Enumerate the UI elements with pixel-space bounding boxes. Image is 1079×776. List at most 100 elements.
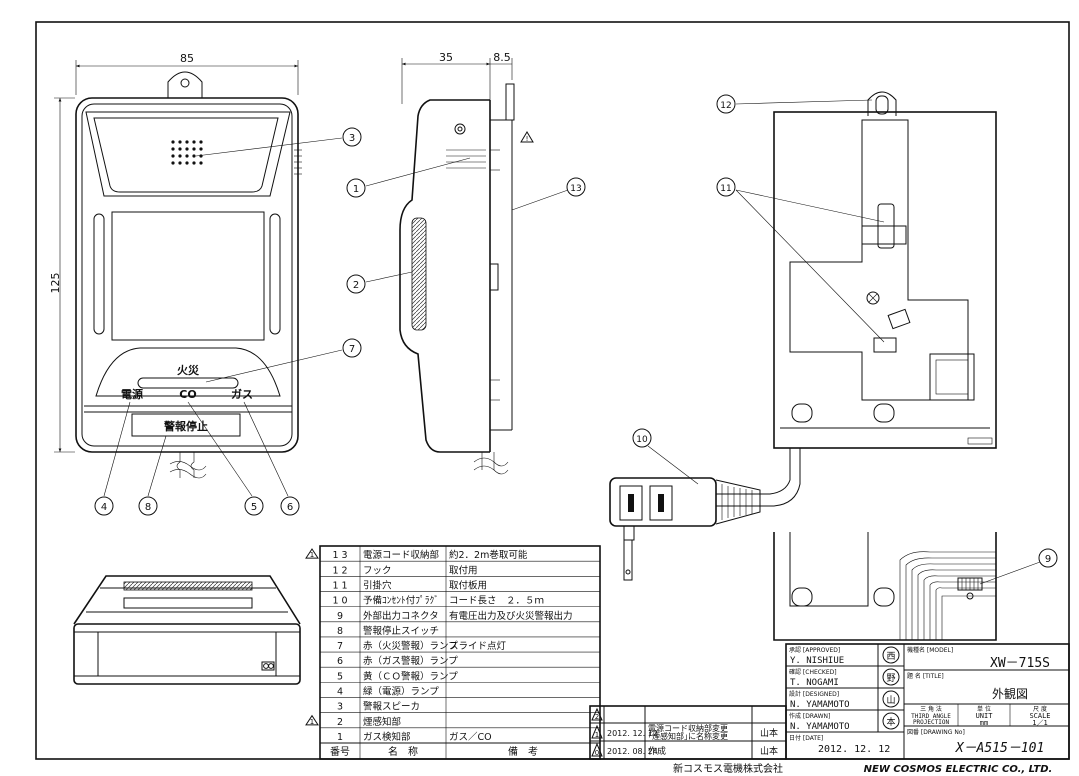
callout-10: [632, 428, 652, 448]
unit-en: UNIT: [976, 712, 994, 720]
revision-triangle: [591, 724, 603, 739]
parts-header-no: 番号: [330, 746, 350, 758]
parts-row-note: コード長さ ２．５ｍ: [449, 596, 544, 607]
title-value: 外観図: [992, 687, 1028, 701]
company-en: NEW COSMOS ELECTRIC CO., LTD.: [864, 764, 1053, 775]
parts-row-no: 8: [337, 626, 343, 637]
callout-12-label: 12: [720, 101, 731, 111]
revision-desc: 作成: [648, 745, 666, 757]
title-label: 題 名 [TITLE]: [907, 672, 944, 680]
callout-4: [94, 496, 114, 516]
parts-row-no: 9: [337, 611, 343, 622]
callout-13: [566, 177, 586, 197]
dim-tab: 8.5: [493, 51, 511, 64]
projection-jp: 三 角 法: [920, 705, 942, 713]
parts-row-no: 4: [337, 687, 343, 698]
drawing-no-value: X－A515－101: [955, 741, 1045, 756]
designed-label: 設計 [DESIGNED]: [789, 690, 839, 698]
parts-row-name: 警報スピーカ: [363, 701, 420, 713]
callout-3: [342, 127, 362, 147]
checked-name: T. NOGAMI: [790, 678, 839, 688]
designed-name: N. YAMAMOTO: [790, 700, 850, 710]
scale-en: SCALE: [1029, 712, 1050, 720]
parts-row-no: 1 2: [332, 565, 347, 576]
callout-9: [1038, 548, 1058, 568]
unit-jp: 単 位: [977, 705, 991, 713]
parts-header-name: 名 称: [388, 745, 418, 758]
revision-mark: 2: [595, 713, 599, 721]
front-view: 85 125 火災 電源 CO ガス: [49, 52, 302, 479]
front-label-co: CO: [179, 388, 196, 401]
callout-2: [346, 274, 366, 294]
parts-row-name: 警報停止スイッチ: [363, 625, 439, 637]
callout-1-label: 1: [353, 184, 359, 195]
side-view: 35 8.5 !: [399, 51, 534, 475]
plug-view: [609, 477, 761, 581]
front-label-fire: 火災: [177, 364, 200, 377]
revision-triangle: [591, 742, 603, 757]
parts-row-revision-triangle: [305, 548, 319, 559]
front-label-power: 電源: [121, 387, 143, 401]
rear-view: [716, 91, 997, 507]
unit-value: mm: [980, 719, 988, 727]
callouts: 3 7 4 8 5 6 1 2 13 12: [94, 94, 1058, 585]
revision-triangle: [591, 707, 603, 721]
parts-row-name: 緑（電源）ランプ: [363, 686, 439, 698]
parts-row-no: 1: [337, 732, 343, 743]
scale-jp: 尺 度: [1033, 705, 1047, 713]
callout-6: [280, 496, 300, 516]
parts-row-note: 有電圧出力及び火災警報出力: [449, 610, 573, 622]
approval-stamps: 西 野 山 本: [882, 646, 900, 730]
parts-row-revision-mark: 1: [310, 551, 314, 559]
parts-row-no: 1 1: [332, 580, 347, 591]
parts-row-note: 取付板用: [449, 579, 487, 591]
stamp-checked: 野: [886, 673, 895, 684]
drawing-no-label: 図番 [DRAWING No]: [907, 729, 965, 736]
parts-row-name: 予備ｺﾝｾﾝﾄ付ﾌﾟﾗｸﾞ: [363, 595, 439, 607]
title-block: 承認 [APPROVED] Y. NISHIUE 確認 [CHECKED] T.…: [785, 643, 1070, 760]
date-label: 日付 [DATE]: [789, 734, 823, 742]
revision-date: 2012. 12. 12: [607, 729, 658, 738]
parts-row-name: ガス検知部: [363, 731, 411, 743]
callout-5-label: 5: [251, 502, 257, 513]
parts-row-no: 3: [337, 702, 343, 713]
callout-13-label: 13: [570, 184, 581, 194]
parts-row-name: 赤（火災警報）ランプ: [363, 640, 458, 652]
front-label-stop: 警報停止: [163, 419, 208, 433]
revision-by: 山本: [760, 727, 778, 739]
callout-7: [342, 338, 362, 358]
callout-8: [138, 496, 158, 516]
parts-row-no: 7: [337, 641, 343, 652]
parts-row-no: 2: [337, 717, 343, 728]
dim-width-front: 85: [180, 52, 194, 65]
date-value: 2012. 12. 12: [818, 744, 890, 755]
revision-desc: ｢煙感知部｣に名称変更: [648, 731, 728, 741]
revision-by: 山本: [760, 745, 778, 757]
drawn-name: N. YAMAMOTO: [790, 722, 850, 732]
parts-row-note: ガス／CO: [449, 732, 492, 743]
dim-depth: 35: [439, 51, 453, 64]
speaker-grill: [171, 140, 203, 165]
parts-row-note: 約2．2m巻取可能: [449, 549, 528, 561]
parts-row-no: 5: [337, 671, 343, 682]
callout-10-label: 10: [636, 435, 648, 445]
callout-11-label: 11: [720, 184, 731, 194]
drawn-label: 作成 [DRAWN]: [789, 712, 830, 720]
parts-row-name: 電源コード収納部: [363, 549, 439, 561]
revision-triangle-mark: !: [526, 135, 529, 143]
callout-7-label: 7: [349, 344, 355, 355]
callout-12: [716, 94, 736, 114]
parts-header-note: 備 考: [508, 745, 538, 758]
callout-8-label: 8: [145, 502, 151, 513]
smoke-sensor-hatch: [411, 217, 427, 331]
callout-11: [716, 177, 736, 197]
bottom-view: [73, 575, 301, 685]
callout-9-label: 9: [1045, 554, 1051, 565]
model-label: 機種名 [MODEL]: [907, 646, 953, 654]
dim-height-front: 125: [49, 273, 62, 294]
parts-row-name: 引掛穴: [363, 579, 392, 591]
revision-date: 2012. 08. 24: [607, 747, 658, 756]
